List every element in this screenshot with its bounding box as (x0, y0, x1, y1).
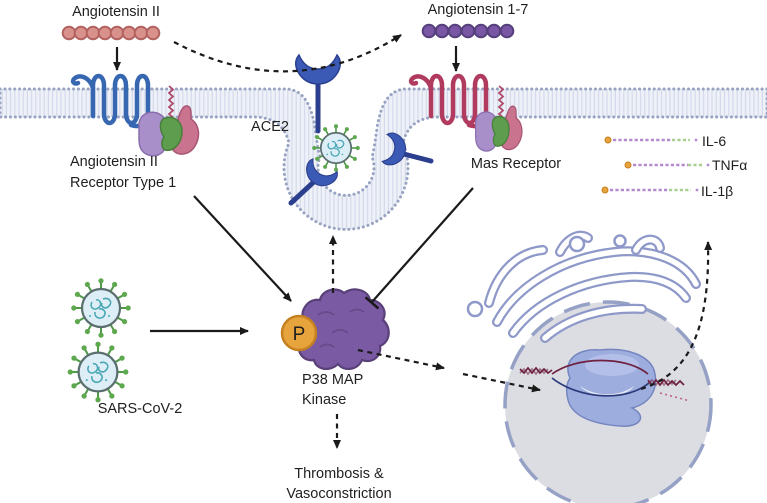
label-p38-line2: Kinase (302, 392, 346, 408)
arrow-at1r-to-p38 (193, 195, 292, 302)
transcription-complex (519, 348, 691, 427)
polymerase-upper-lobe (585, 354, 639, 376)
sars-cov-2-virion (70, 277, 132, 339)
label-angiotensin-ii: Angiotensin II (72, 4, 160, 20)
er-vesicle (613, 234, 627, 248)
label-sars-cov-2: SARS-CoV-2 (98, 401, 183, 417)
endocytic-pit-contents (288, 123, 434, 206)
label-il6: IL-6 (702, 133, 726, 149)
cytokine-mrna-il1b (601, 186, 699, 194)
endoplasmic-reticulum (466, 230, 701, 343)
inhibition-mas-to-p38 (364, 187, 474, 310)
dashed-arrow-p38-to-nucleus-2 (462, 372, 541, 393)
label-at1r-line2: Receptor Type 1 (70, 175, 176, 191)
phosphate-label: P (293, 324, 306, 345)
cytokine-mrna-il6 (604, 136, 698, 144)
label-angiotensin-1-7: Angiotensin 1-7 (428, 2, 529, 18)
er-vesicle (568, 235, 586, 253)
dashed-arrow-angii-to-ang17 (173, 34, 402, 73)
mrna-cap (601, 186, 609, 194)
label-mas-receptor: Mas Receptor (471, 156, 561, 172)
dashed-arrow-nucleus-to-cytokines (640, 241, 713, 391)
sars-cov-2-virion (66, 340, 130, 404)
cell-membrane (0, 87, 767, 231)
label-il1b: IL-1β (701, 183, 733, 199)
label-tnfa: TNFα (712, 157, 747, 173)
at1-receptor (73, 76, 200, 157)
mrna-cap (624, 161, 632, 169)
label-outcome-line2: Vasoconstriction (286, 486, 391, 502)
angiotensin-1-7-peptide (421, 23, 515, 39)
arrows (113, 34, 713, 449)
label-p38-line1: P38 MAP (302, 372, 363, 388)
kinase-blob (293, 288, 390, 370)
label-ace2: ACE2 (251, 119, 289, 135)
cytokine-mrna-tnfa (624, 161, 710, 169)
label-at1r-line1: Angiotensin II (70, 154, 158, 170)
ace2-receptor (294, 54, 342, 134)
er-vesicle (466, 300, 484, 318)
angiotensin-ii-peptide (61, 25, 161, 41)
phosphate-circle (280, 314, 318, 352)
p38-map-kinase: P (280, 288, 390, 370)
mrna-cap (604, 136, 612, 144)
label-outcome-line1: Thrombosis & (294, 466, 384, 482)
transcription-bubble (580, 386, 634, 396)
